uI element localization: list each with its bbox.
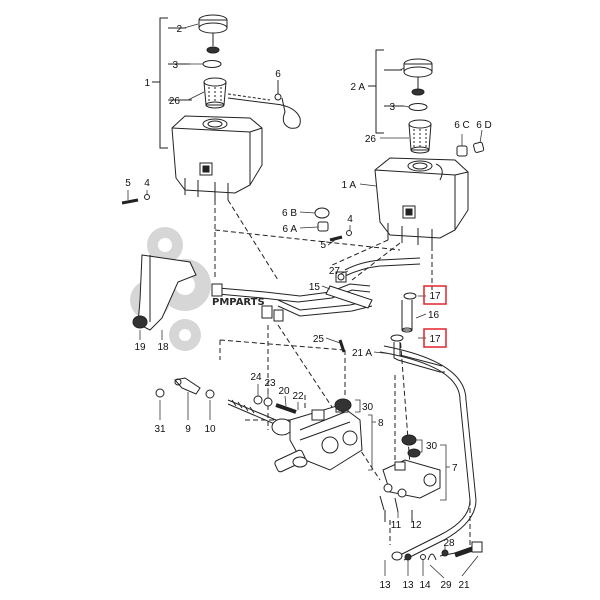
label-20: 20: [278, 386, 290, 397]
right-reservoir-assembly: [314, 49, 485, 246]
label-31: 31: [154, 424, 166, 435]
label-7: 7: [452, 463, 458, 474]
master-cylinder-assembly: [227, 395, 441, 513]
label-25: 25: [313, 334, 325, 345]
label-6a: 6 A: [283, 224, 298, 235]
highlight-box-17-upper: [423, 285, 447, 305]
clevis-9: [174, 377, 201, 395]
label-3: 3: [172, 60, 178, 71]
washer-4: [144, 194, 150, 200]
label-24: 24: [250, 372, 262, 383]
label-13b: 13: [402, 580, 414, 591]
label-30-lower: 30: [426, 441, 438, 452]
screw-25: [338, 339, 346, 353]
cap-seal-ring-right: [408, 103, 428, 111]
bolt-5r: [329, 235, 343, 242]
label-10: 10: [204, 424, 216, 435]
label-14: 14: [419, 580, 431, 591]
reservoir-cap: [198, 14, 228, 54]
washer-4r: [346, 230, 352, 236]
label-2: 2: [176, 24, 182, 35]
label-18: 18: [157, 342, 169, 353]
label-12: 12: [410, 520, 422, 531]
label-22: 22: [292, 391, 304, 402]
brake-lines: [211, 199, 483, 561]
label-16: 16: [428, 310, 440, 321]
plug-30-lower: [401, 434, 417, 446]
label-26: 26: [169, 96, 181, 107]
label-1: 1: [144, 78, 150, 89]
level-sensor-wire: [227, 80, 301, 129]
reservoir-cap-2a: [403, 58, 433, 96]
label-9: 9: [185, 424, 191, 435]
strainer-basket-right: [408, 119, 432, 154]
hose-16: [401, 292, 417, 333]
hardware-small-parts: [121, 194, 413, 522]
right-reservoir-tank: [374, 157, 469, 246]
label-28: 28: [443, 538, 455, 549]
plug-6c: [456, 145, 468, 157]
label-1a: 1 A: [342, 180, 357, 191]
label-8: 8: [378, 418, 384, 429]
strainer-basket: [203, 77, 227, 109]
grommet-6b: [314, 207, 330, 219]
label-11: 11: [391, 520, 402, 531]
label-4-right: 4: [347, 214, 353, 225]
mounting-bracket: [132, 254, 197, 331]
leader-lines: [214, 199, 471, 545]
pushrod-threads: [231, 399, 255, 414]
clip-29: [427, 553, 437, 561]
label-17-lower: 17: [429, 334, 441, 345]
label-23: 23: [264, 378, 276, 389]
label-6d: 6 D: [476, 120, 492, 131]
label-29: 29: [440, 580, 452, 591]
label-5: 5: [125, 178, 131, 189]
label-21a: 21 A: [352, 348, 372, 359]
label-27: 27: [329, 266, 341, 277]
plug-30-upper: [334, 398, 352, 412]
left-reservoir-assembly: [152, 14, 301, 200]
watermark-text: PMPARTS: [212, 297, 265, 308]
highlight-box-17-lower: [423, 328, 447, 348]
label-6: 6: [275, 69, 281, 80]
line-end-fitting: [391, 551, 403, 561]
nut-19: [132, 315, 148, 329]
clip-28: [441, 549, 449, 557]
label-30-upper: 30: [362, 402, 374, 413]
bolt-5: [121, 198, 139, 205]
label-3-right: 3: [389, 102, 395, 113]
label-13: 13: [379, 580, 391, 591]
label-19: 19: [134, 342, 146, 353]
label-17-upper: 17: [429, 291, 441, 302]
label-15: 15: [309, 282, 321, 293]
nut-10: [205, 389, 215, 399]
label-26-right: 26: [365, 134, 377, 145]
callout-leaders: [127, 23, 483, 579]
part-number-labels: 2 3 1 26 6 2 A 2 A 3 26 6 C 6 D 1 A 6 B …: [125, 24, 492, 591]
nut-31: [155, 388, 165, 398]
label-6b: 6 B: [282, 208, 297, 219]
label-2a: 2 A: [351, 82, 366, 93]
label-6c: 6 C: [454, 120, 470, 131]
label-4: 4: [144, 178, 150, 189]
cap-seal-ring: [202, 60, 222, 68]
left-reservoir-tank: [171, 115, 263, 200]
grommet-6a: [317, 221, 329, 232]
plug-6d: [473, 141, 485, 153]
label-21: 21: [458, 580, 470, 591]
label-5-right: 5: [320, 240, 326, 251]
